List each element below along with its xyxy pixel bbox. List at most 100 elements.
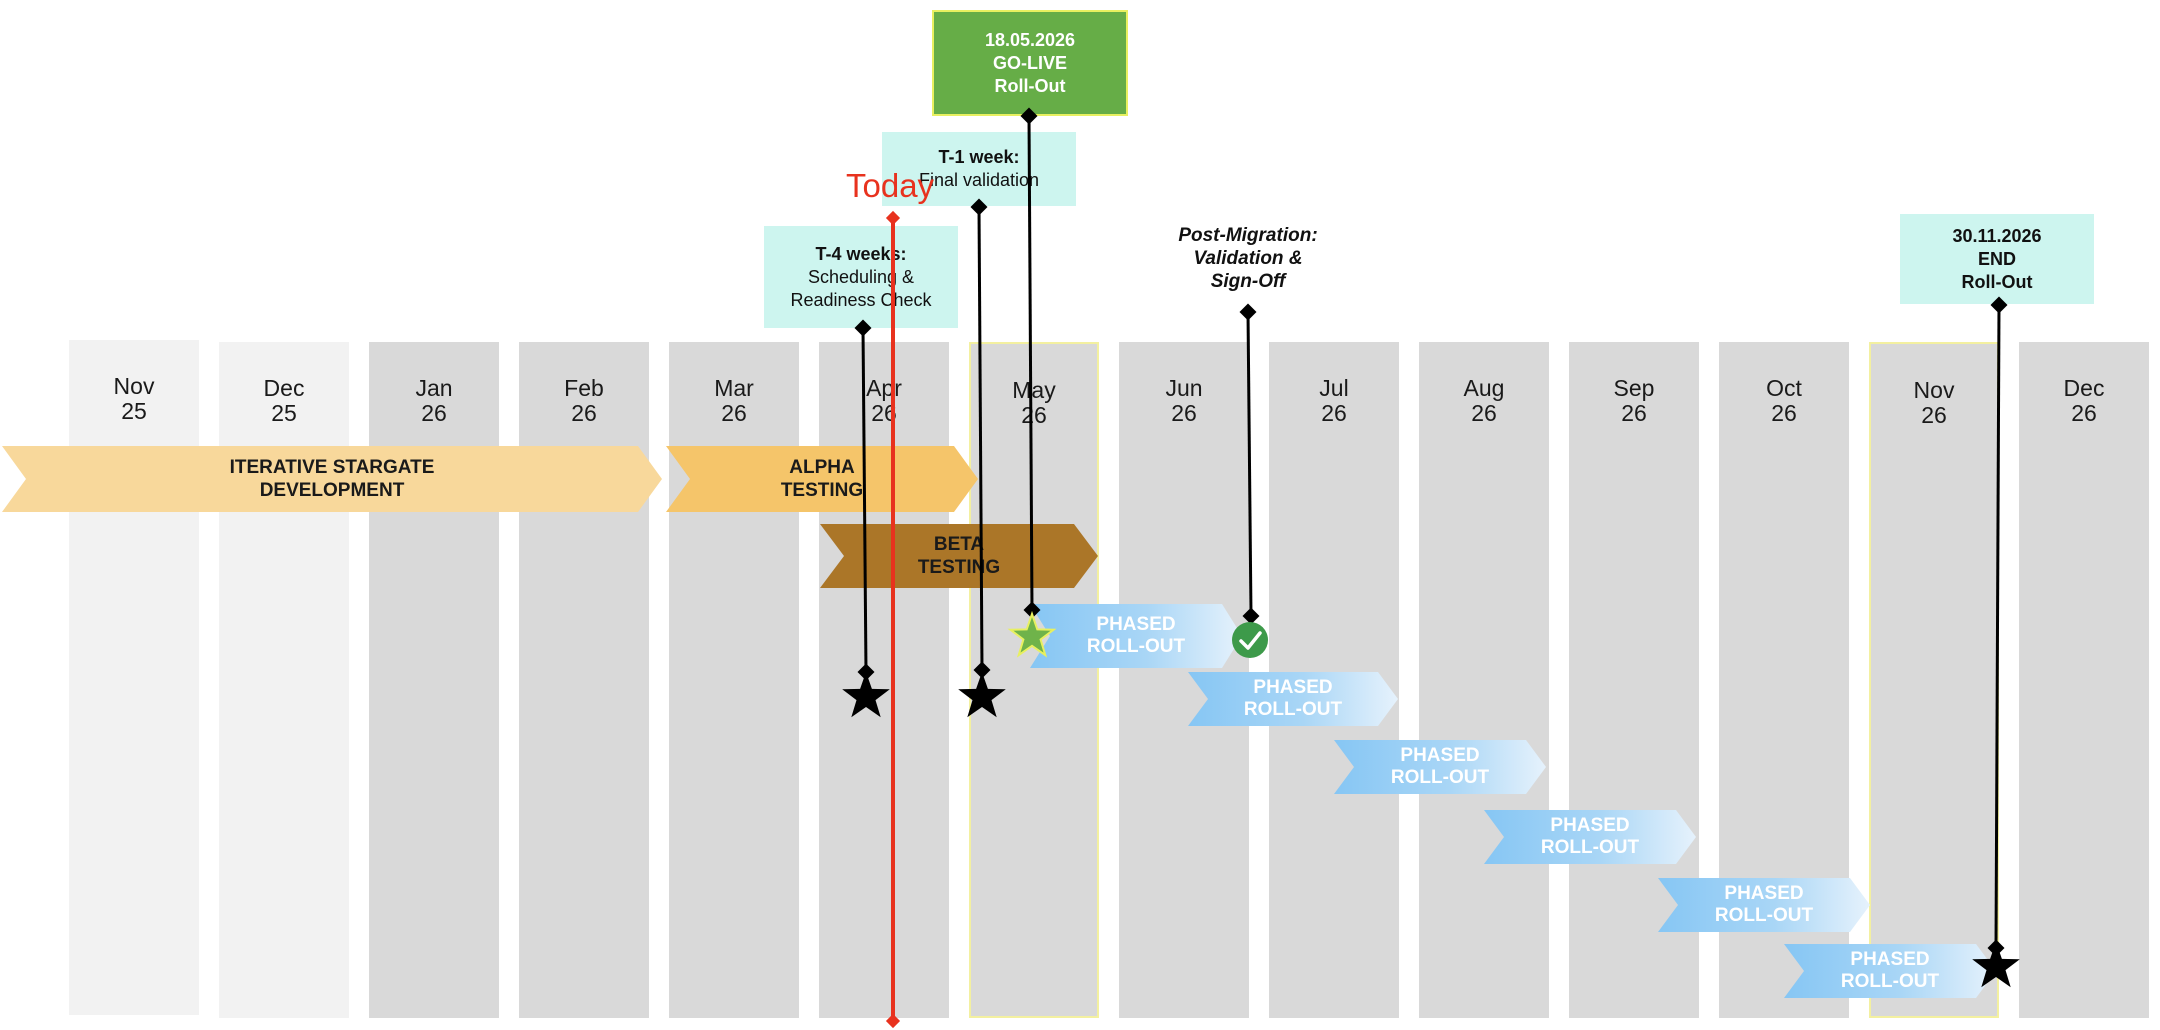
- rollout-label-line1: PHASED: [1096, 614, 1176, 635]
- golive-callout: 18.05.2026 GO-LIVE Roll-Out: [932, 10, 1128, 116]
- month-year: 26: [2071, 400, 2097, 426]
- t1-week-text: Final validation: [918, 170, 1040, 190]
- t1-week-title: T-1 week:: [938, 147, 1020, 167]
- month-year: 26: [1771, 400, 1797, 426]
- rollout-label-line1: PHASED: [1550, 815, 1630, 836]
- t4-weeks-text-line2: Readiness Check: [790, 289, 932, 310]
- rollout-label-line1: PHASED: [1850, 949, 1930, 970]
- month-year: 25: [121, 398, 147, 424]
- today-line-top-diamond: [885, 210, 901, 226]
- phase-label-line2: TESTING: [917, 557, 1001, 578]
- month-year: 26: [1171, 400, 1197, 426]
- t4-weeks-title: T-4 weeks:: [815, 243, 907, 264]
- phase-label-line1: ALPHA: [789, 457, 855, 478]
- month-year: 25: [271, 400, 297, 426]
- end-date: 30.11.2026: [1952, 225, 2042, 246]
- month-name: Oct: [1766, 375, 1802, 401]
- month-year: 26: [1021, 402, 1047, 428]
- end-title: END: [1977, 248, 2016, 269]
- month-year: 26: [721, 400, 747, 426]
- month-year: 26: [1621, 400, 1647, 426]
- month-name: Dec: [2063, 375, 2105, 401]
- rollout-label-line2: ROLL-OUT: [1714, 905, 1814, 926]
- month-name: Sep: [1613, 375, 1655, 401]
- month-year: 26: [871, 400, 897, 426]
- month-year: 26: [1921, 402, 1947, 428]
- month-name: Jul: [1319, 375, 1349, 401]
- month-year: 26: [1321, 400, 1347, 426]
- phase-label-line2: TESTING: [780, 480, 864, 501]
- end-subtitle: Roll-Out: [1961, 271, 2033, 292]
- month-name: Apr: [866, 375, 902, 401]
- rollout-label-line2: ROLL-OUT: [1086, 636, 1186, 657]
- post-migration-line1: Post-Migration:: [1178, 225, 1318, 246]
- month-name: Aug: [1463, 375, 1505, 401]
- rollout-label-line1: PHASED: [1253, 677, 1333, 698]
- rollout-label-line2: ROLL-OUT: [1840, 971, 1940, 992]
- rollout-label-line2: ROLL-OUT: [1243, 699, 1343, 720]
- rollout-label-line2: ROLL-OUT: [1390, 767, 1490, 788]
- month-name: Mar: [714, 375, 754, 401]
- month-name: Feb: [564, 375, 604, 401]
- month-name: Dec: [263, 375, 305, 401]
- golive-date: 18.05.2026: [984, 29, 1076, 50]
- month-name: Nov: [1913, 377, 1955, 403]
- month-year: 26: [1471, 400, 1497, 426]
- t4-weeks-text-line1: Scheduling &: [807, 266, 915, 287]
- rollout-label-line1: PHASED: [1724, 883, 1804, 904]
- t1-week-callout: T-1 week: Final validation: [882, 132, 1076, 206]
- post-migration-connector-top-diamond: [1239, 303, 1257, 321]
- phase-label-line1: BETA: [933, 534, 985, 555]
- t4-weeks-callout: T-4 weeks: Scheduling & Readiness Check: [764, 226, 958, 328]
- month-name: Jun: [1165, 375, 1203, 401]
- rollout-label-line2: ROLL-OUT: [1540, 837, 1640, 858]
- post-migration-line3: Sign-Off: [1210, 271, 1286, 292]
- post-migration-note: Post-Migration: Validation & Sign-Off: [1150, 224, 1346, 293]
- golive-subtitle: Roll-Out: [994, 75, 1066, 96]
- post-migration-line2: Validation &: [1193, 248, 1303, 269]
- rollout-label-line1: PHASED: [1400, 745, 1480, 766]
- golive-title: GO-LIVE: [992, 52, 1067, 73]
- month-name: May: [1012, 377, 1056, 403]
- today-label: Today: [846, 167, 935, 204]
- month-name: Nov: [113, 373, 155, 399]
- end-rollout-callout: 30.11.2026 END Roll-Out: [1900, 214, 2094, 304]
- phase-label-line2: DEVELOPMENT: [259, 480, 405, 501]
- month-year: 26: [421, 400, 447, 426]
- month-year: 26: [571, 400, 597, 426]
- phase-label-line1: ITERATIVE STARGATE: [229, 457, 435, 478]
